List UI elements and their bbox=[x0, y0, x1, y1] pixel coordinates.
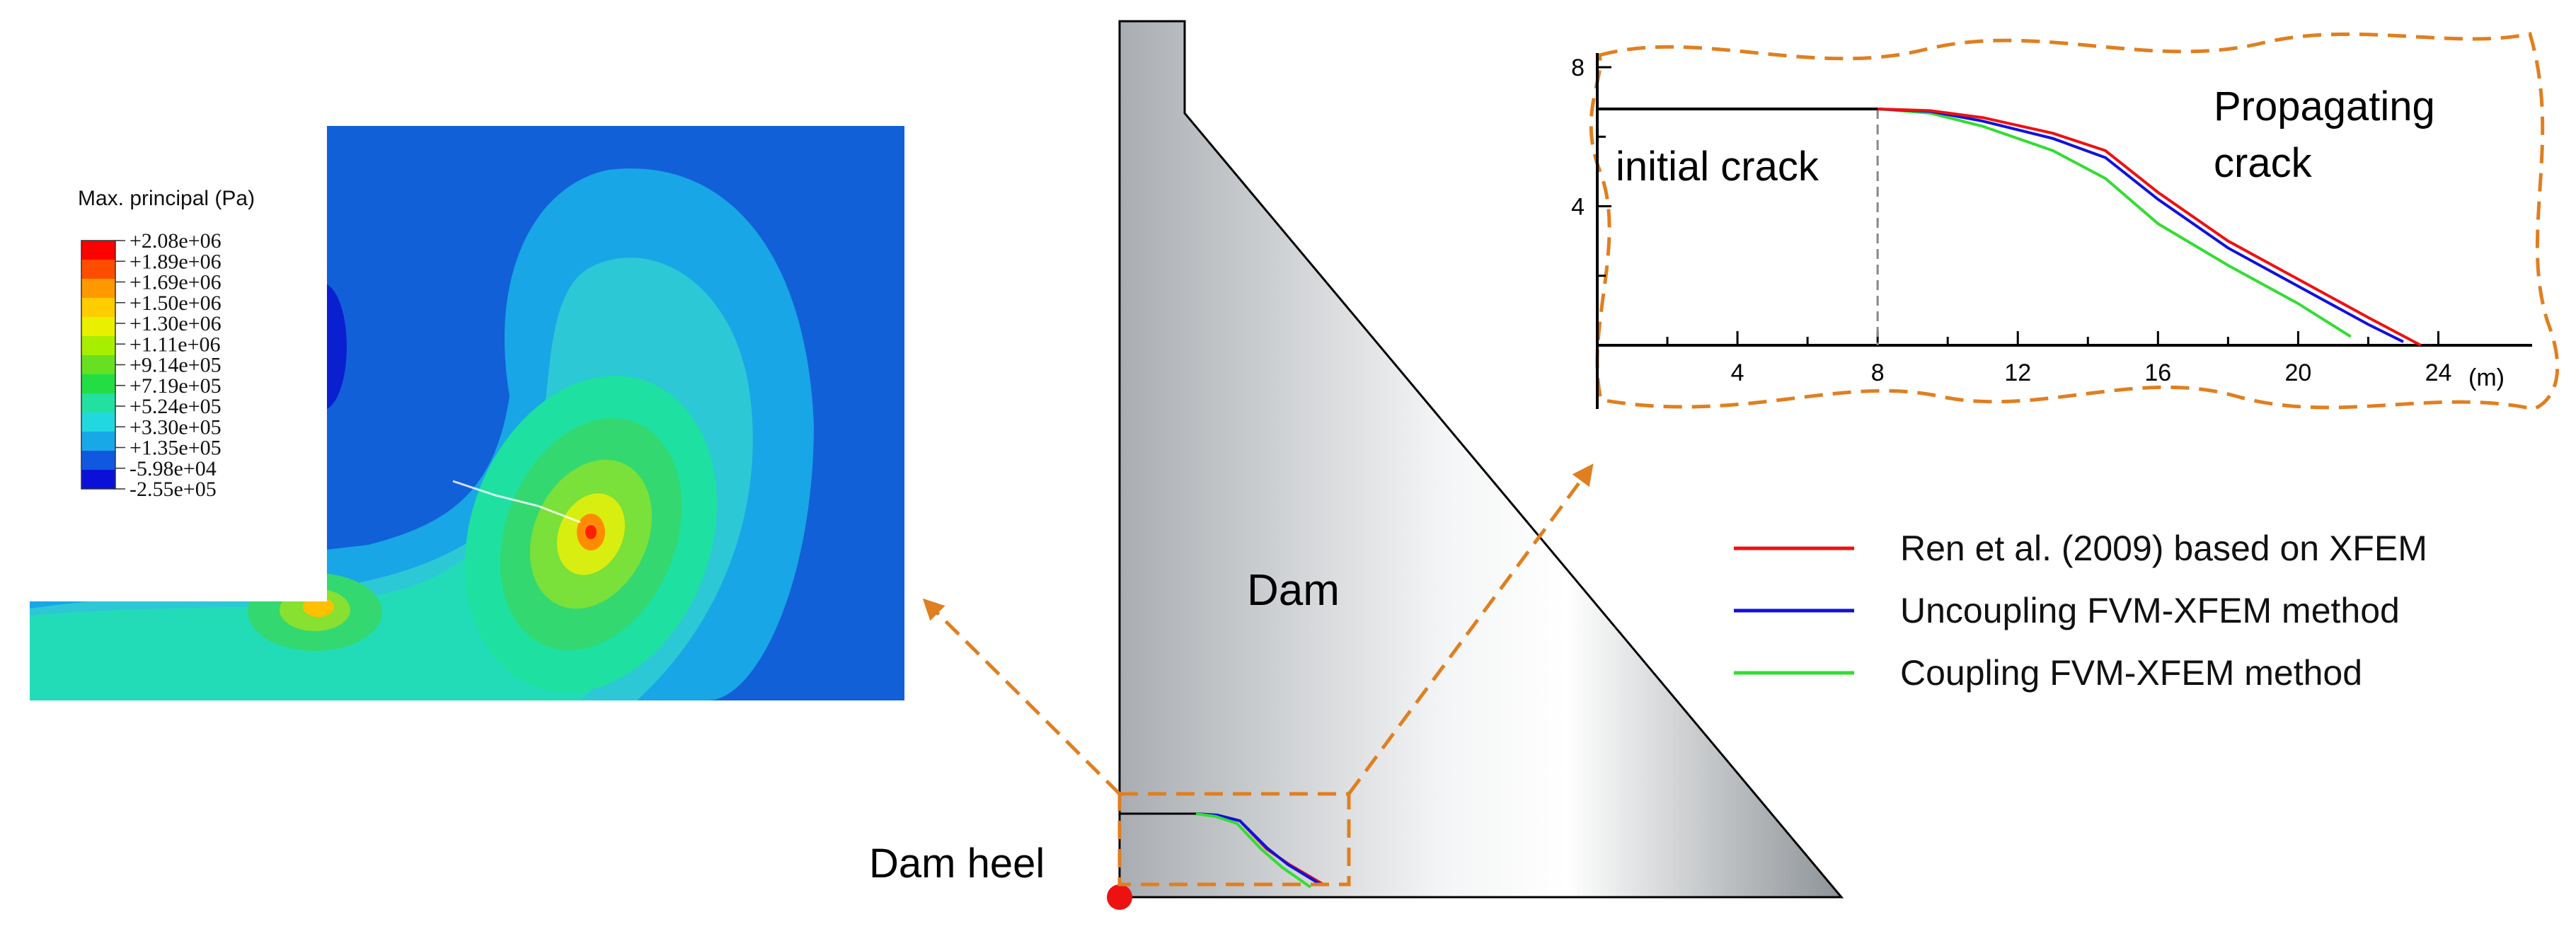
colorbar-level-label: +1.11e+06 bbox=[130, 333, 221, 356]
legend: Ren et al. (2009) based on XFEM Uncouplin… bbox=[1734, 529, 2427, 693]
dam-heel-marker bbox=[1107, 884, 1132, 910]
dam-heel-label: Dam heel bbox=[869, 841, 1045, 887]
callout-box bbox=[1117, 792, 1351, 887]
colorbar-swatch bbox=[81, 374, 115, 393]
colorbar-level-label: -2.55e+05 bbox=[130, 478, 217, 501]
x-tick-label: 24 bbox=[2425, 359, 2452, 386]
colorbar-swatch bbox=[81, 317, 115, 336]
contour-crack-line bbox=[452, 480, 581, 524]
stress-contour-panel: Max. principal (Pa) +2.08e+06+1.89e+06+1… bbox=[0, 126, 904, 701]
series-line-0 bbox=[1597, 107, 2422, 347]
colorbar-level-label: +1.69e+06 bbox=[130, 271, 222, 294]
series-line-1 bbox=[1878, 107, 2404, 343]
colorbar-level-label: +5.24e+05 bbox=[130, 395, 222, 418]
colorbar-swatch bbox=[81, 412, 115, 432]
x-tick-label: 12 bbox=[2004, 359, 2031, 386]
inset-wavy-frame bbox=[1589, 32, 2560, 411]
colorbar-level-label: -5.98e+04 bbox=[130, 457, 217, 480]
colorbar-swatch bbox=[81, 355, 115, 374]
callout-arrow-left bbox=[922, 598, 1121, 795]
legend-label-1: Uncoupling FVM-XFEM method bbox=[1900, 591, 2400, 630]
colorbar-backdrop bbox=[0, 126, 327, 601]
colorbar: +2.08e+06+1.89e+06+1.69e+06+1.50e+06+1.3… bbox=[81, 229, 222, 501]
y-tick-label: 8 bbox=[1571, 54, 1585, 81]
x-tick-label: 4 bbox=[1731, 359, 1744, 386]
dam-crack-mini bbox=[1120, 812, 1325, 889]
y-tick-label: 4 bbox=[1571, 194, 1585, 221]
legend-label-0: Ren et al. (2009) based on XFEM bbox=[1900, 529, 2427, 568]
colorbar-swatch bbox=[81, 298, 115, 317]
inset-chart-panel: 4 8 12 16 20 24 4 8 initial crack Propagating c… bbox=[1571, 32, 2560, 411]
annotation-initial-crack: initial crack bbox=[1616, 144, 1819, 190]
x-tick-label: 20 bbox=[2284, 359, 2311, 386]
colorbar-swatch bbox=[81, 393, 115, 412]
dam-section: Dam Dam heel bbox=[869, 20, 1844, 910]
annotation-propagating: Propagating bbox=[2214, 83, 2435, 129]
dam-body bbox=[1118, 20, 1844, 899]
colorbar-level-label: +2.08e+06 bbox=[130, 229, 222, 253]
x-tick-label: 8 bbox=[1871, 359, 1885, 386]
colorbar-swatch bbox=[81, 432, 115, 451]
colorbar-level-label: +1.50e+06 bbox=[130, 292, 222, 315]
colorbar-swatch bbox=[81, 279, 115, 298]
colorbar-level-label: +1.35e+05 bbox=[130, 437, 222, 460]
inset-plot-area: 4 8 12 16 20 24 4 8 bbox=[1571, 53, 2532, 409]
x-unit-label: (m) bbox=[2468, 364, 2505, 391]
colorbar-level-label: +9.14e+05 bbox=[130, 354, 222, 377]
colorbar-swatch bbox=[81, 336, 115, 355]
callout-arrow-right bbox=[1347, 463, 1594, 795]
colorbar-swatch bbox=[81, 451, 115, 470]
x-tick-label: 16 bbox=[2144, 359, 2171, 386]
colorbar-level-label: +7.19e+05 bbox=[130, 374, 222, 398]
colorbar-level-label: +3.30e+05 bbox=[130, 415, 222, 439]
colorbar-level-label: +1.89e+06 bbox=[130, 250, 222, 273]
annotation-crack: crack bbox=[2214, 140, 2313, 186]
dam-label: Dam bbox=[1247, 566, 1340, 615]
colorbar-swatch bbox=[81, 260, 115, 279]
series-line-2 bbox=[1878, 107, 2352, 338]
legend-label-2: Coupling FVM-XFEM method bbox=[1900, 653, 2362, 693]
colorbar-swatch bbox=[81, 241, 115, 260]
colorbar-swatch bbox=[81, 470, 115, 489]
mini-crack-green bbox=[1195, 812, 1312, 889]
contour-field bbox=[30, 168, 814, 701]
colorbar-level-label: +1.30e+06 bbox=[130, 312, 222, 335]
colorbar-title: Max. principal (Pa) bbox=[78, 187, 255, 210]
